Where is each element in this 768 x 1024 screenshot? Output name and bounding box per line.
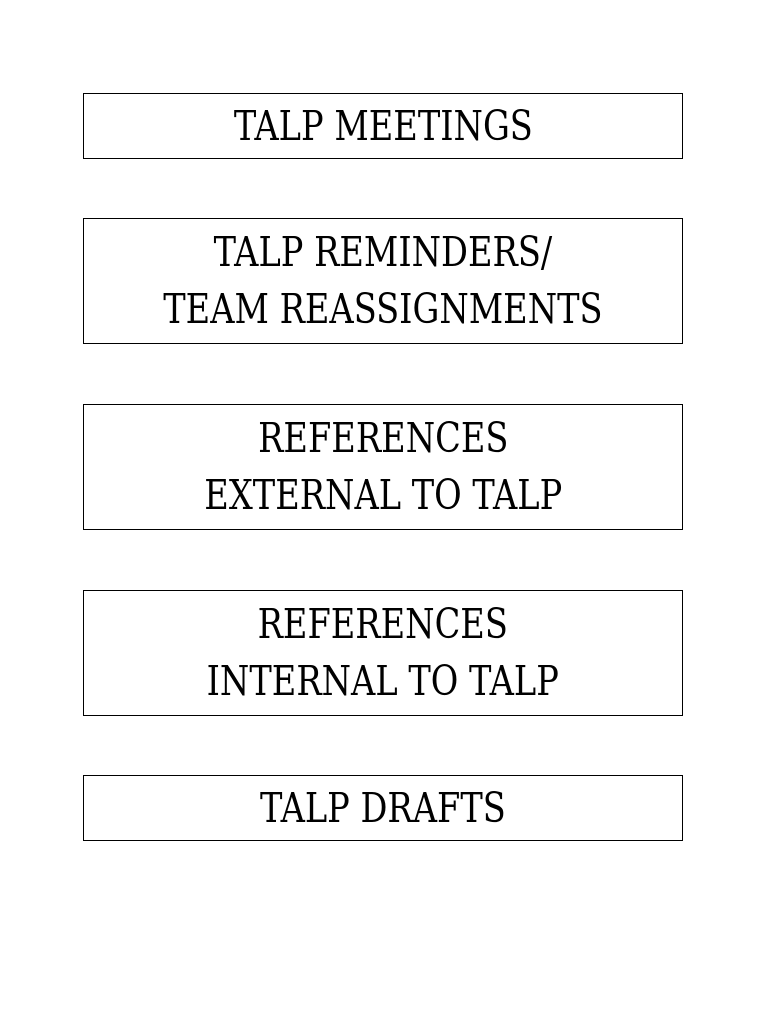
label-box-references-internal: REFERENCES INTERNAL TO TALP (83, 590, 683, 716)
label-line: TALP MEETINGS (233, 101, 533, 150)
label-line: REFERENCES (257, 414, 509, 462)
label-box-references-external: REFERENCES EXTERNAL TO TALP (83, 404, 683, 530)
label-box-talp-reminders: TALP REMINDERS/ TEAM REASSIGNMENTS (83, 218, 683, 344)
label-line: EXTERNAL TO TALP (204, 471, 562, 519)
label-line: TALP REMINDERS/ (213, 228, 553, 276)
label-line: TALP DRAFTS (260, 783, 506, 832)
label-box-talp-drafts: TALP DRAFTS (83, 775, 683, 841)
label-line: TEAM REASSIGNMENTS (163, 285, 603, 333)
label-text: TALP MEETINGS (233, 98, 532, 155)
label-text: TALP DRAFTS (260, 780, 506, 837)
label-text: REFERENCES EXTERNAL TO TALP (204, 410, 562, 524)
label-box-talp-meetings: TALP MEETINGS (83, 93, 683, 159)
label-text: REFERENCES INTERNAL TO TALP (207, 596, 559, 710)
label-line: REFERENCES (257, 600, 509, 648)
label-line: INTERNAL TO TALP (206, 657, 560, 705)
label-text: TALP REMINDERS/ TEAM REASSIGNMENTS (163, 224, 602, 338)
